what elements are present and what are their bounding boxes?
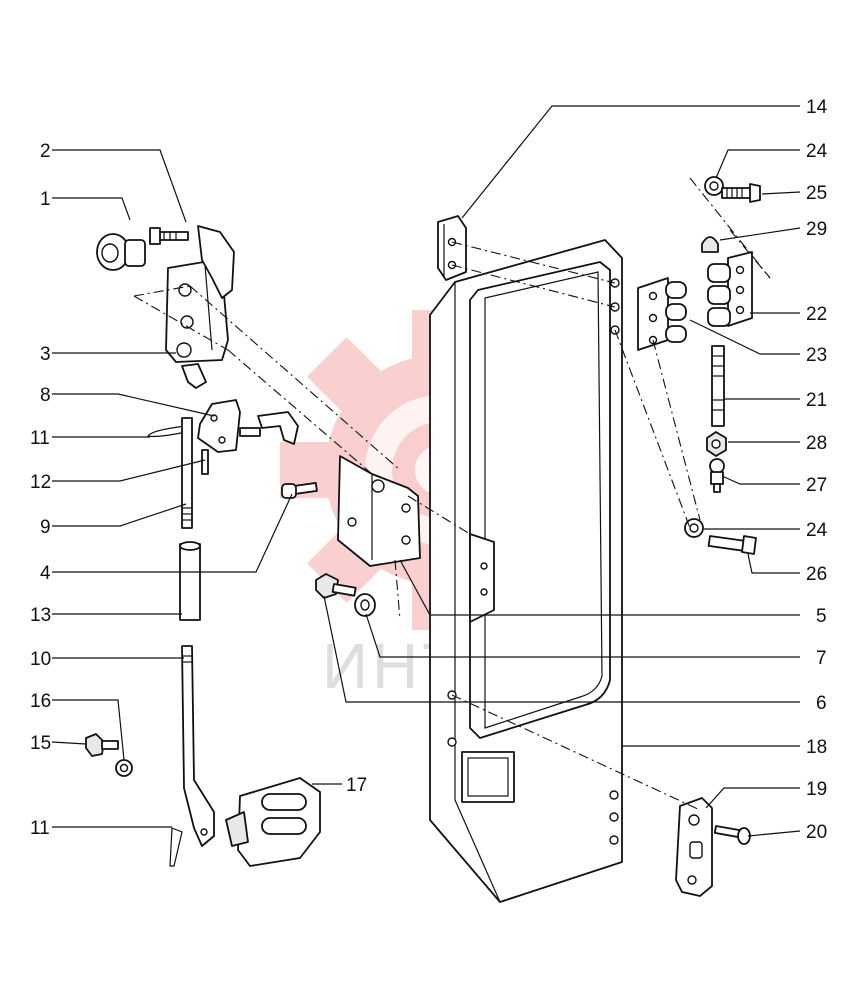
bolt-25: [721, 183, 761, 203]
callout-labels: 1 2 3 8 11 12 9 4 13 10 16 15 11 17 14 2…: [30, 97, 828, 843]
callout-20: 20: [806, 822, 827, 843]
washer-7: [354, 593, 376, 617]
callout-18: 18: [806, 737, 827, 758]
callout-22: 22: [806, 304, 827, 325]
hinge-23: [637, 277, 687, 351]
callout-16: 16: [30, 691, 51, 712]
callout-26: 26: [806, 564, 827, 585]
callout-3: 3: [40, 344, 51, 365]
callout-7: 7: [816, 648, 827, 669]
bolt-15: [85, 733, 119, 757]
hinge-pin-21: [711, 345, 725, 427]
screw-20: [713, 825, 751, 845]
callout-12: 12: [30, 472, 51, 493]
callout-24-top: 24: [806, 141, 828, 162]
callout-28: 28: [806, 433, 827, 454]
washer-24-bottom: [684, 518, 704, 538]
callout-13: 13: [30, 605, 51, 626]
cotter-pin-11-top: [147, 425, 187, 438]
callout-11-bottom: 11: [30, 818, 50, 839]
rod-10: [181, 645, 215, 847]
callout-14: 14: [806, 97, 828, 118]
rod-9: [181, 417, 193, 529]
bolt-26: [707, 535, 757, 555]
callout-5: 5: [816, 606, 827, 627]
pin-12: [201, 449, 209, 475]
spacer-13: [179, 541, 201, 621]
striker-17: [225, 777, 321, 867]
callout-25: 25: [806, 183, 827, 204]
callout-4: 4: [40, 563, 51, 584]
screw-2: [149, 227, 189, 245]
screw-4: [281, 482, 318, 499]
callout-9: 9: [40, 517, 51, 538]
callout-8: 8: [40, 385, 51, 406]
grease-nipple-27: [709, 458, 725, 493]
callout-10: 10: [30, 649, 51, 670]
nut-28: [706, 431, 727, 457]
callout-27: 27: [806, 475, 827, 496]
cap-nut-29: [701, 236, 719, 253]
assembly-lines: [133, 177, 771, 811]
callout-1: 1: [40, 189, 51, 210]
callout-19: 19: [806, 779, 827, 800]
hinge-plate-14: [437, 215, 467, 281]
washer-24-top: [704, 176, 724, 196]
callout-2: 2: [40, 141, 51, 162]
callout-29: 29: [806, 219, 827, 240]
hinge-22: [707, 251, 753, 327]
cotter-pin-11-bottom: [169, 827, 183, 867]
door-frame: [429, 239, 623, 903]
knob-1: [96, 233, 146, 271]
callout-6: 6: [816, 693, 827, 714]
door-catch-19: [675, 797, 713, 897]
washer-16: [115, 759, 133, 777]
callout-11-top: 11: [30, 428, 50, 449]
callout-17: 17: [346, 775, 367, 796]
callout-24-bottom: 24: [806, 520, 828, 541]
callout-23: 23: [806, 345, 827, 366]
lock-latch-3: [165, 225, 235, 389]
callout-15: 15: [30, 733, 51, 754]
callout-21: 21: [806, 390, 827, 411]
lever-8: [197, 399, 299, 453]
leader-lines: [51, 105, 801, 837]
bracket-5: [337, 455, 495, 623]
bolt-6: [315, 573, 357, 599]
